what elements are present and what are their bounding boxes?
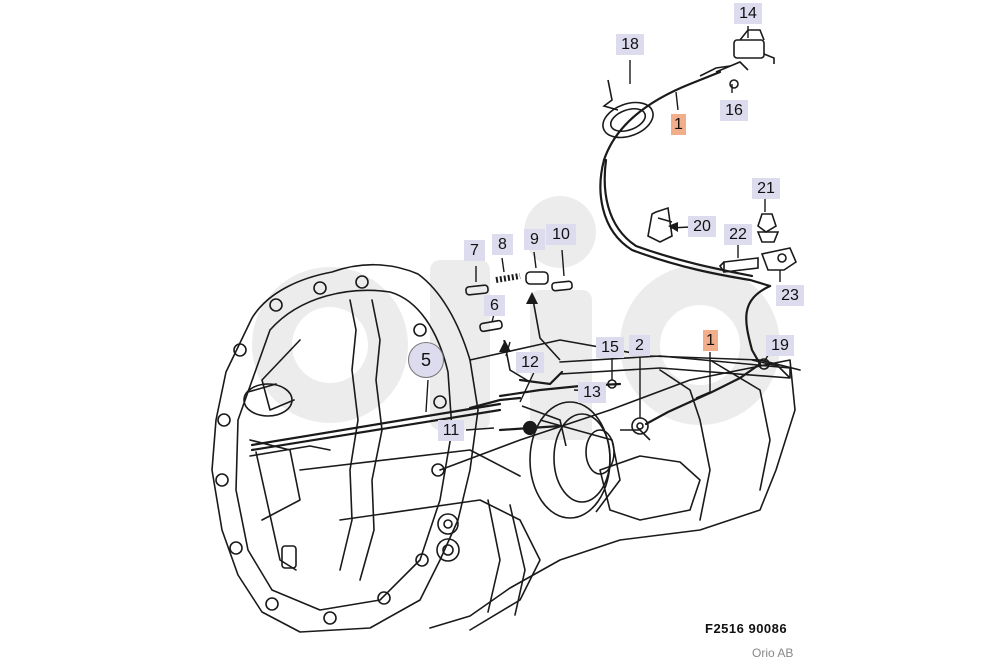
cable-clips-and-brackets <box>647 206 797 379</box>
figure-code: F2516 90086 <box>705 621 788 636</box>
washers <box>607 379 649 435</box>
arrowheads <box>499 222 678 352</box>
callout-part-1-upper: 1 <box>671 114 686 135</box>
kickdown-cable <box>250 370 622 452</box>
callout-part-6: 6 <box>484 295 505 316</box>
callout-part-21: 21 <box>752 178 780 199</box>
callout-part-1-lower: 1 <box>703 330 718 351</box>
copyright-notice: Orio AB <box>752 646 794 660</box>
callout-part-8: 8 <box>492 234 513 255</box>
callout-part-9: 9 <box>524 229 545 250</box>
cable-upper-fittings <box>602 29 775 139</box>
callout-part-22: 22 <box>724 224 752 245</box>
callout-part-11: 11 <box>438 420 464 441</box>
transmission-housing <box>211 263 801 633</box>
callout-part-12: 12 <box>516 352 544 373</box>
callout-part-5: 5 <box>408 342 444 378</box>
gear-selector-cable <box>599 70 772 426</box>
callout-part-2: 2 <box>629 335 650 356</box>
callout-part-19: 19 <box>766 335 794 356</box>
callout-part-16: 16 <box>720 100 748 121</box>
callout-part-20: 20 <box>688 216 716 237</box>
selector-lever-assembly <box>521 401 651 519</box>
callout-part-13: 13 <box>578 382 606 403</box>
callout-part-23: 23 <box>776 285 804 306</box>
callout-part-14: 14 <box>734 3 762 24</box>
callout-part-15: 15 <box>596 337 624 358</box>
callout-part-18: 18 <box>616 34 644 55</box>
callout-part-10: 10 <box>546 224 576 245</box>
callout-part-7: 7 <box>464 240 485 261</box>
